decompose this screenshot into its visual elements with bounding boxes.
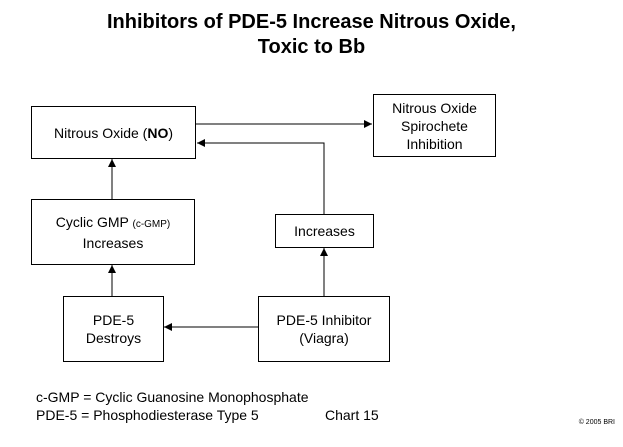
node-spirochete-inhibition: Nitrous Oxide Spirochete Inhibition [373,94,496,157]
spirochete-line-2: Spirochete [401,117,468,134]
title-line-1: Inhibitors of PDE-5 Increase Nitrous Oxi… [107,11,516,33]
copyright-notice: © 2005 BRI [578,419,615,426]
no-prefix-text: Nitrous Oxide ( [53,124,148,141]
chart-label: Chart 15 [325,407,379,423]
legend-line-2: PDE-5 = Phosphodiesterase Type 5 [36,407,259,423]
node-increases: Increases [275,214,374,248]
destroys-line-1: PDE-5 [92,312,135,328]
diagram-title: Inhibitors of PDE-5 Increase Nitrous Oxi… [0,10,623,60]
inhibitor-line-1: PDE-5 Inhibitor [276,312,372,328]
node-nitrous-oxide-label: Nitrous Oxide (NO) [54,124,173,142]
title-line-2: Toxic to Bb [257,36,366,58]
node-pde5-destroys: PDE-5 Destroys [63,296,164,362]
arrow-increases-to-no [197,139,325,214]
cgmp-line-2: Increases [82,234,144,251]
legend-line-1: c-GMP = Cyclic Guanosine Monophosphate [36,389,309,405]
inhibitor-line-2: (Viagra) [299,330,349,346]
cgmp-abbrev-text: (c-GMP) [132,218,171,230]
increases-label: Increases [294,223,355,239]
cgmp-line-1-text: Cyclic GMP [55,213,133,230]
node-cyclic-gmp: Cyclic GMP (c-GMP) Increases [31,199,195,265]
node-nitrous-oxide: Nitrous Oxide (NO) [31,106,196,159]
no-suffix-text: ) [168,124,174,141]
spirochete-line-1: Nitrous Oxide [392,99,477,116]
no-bold-text: NO [147,124,169,141]
spirochete-line-3: Inhibition [406,135,463,152]
node-pde5-inhibitor: PDE-5 Inhibitor (Viagra) [258,296,390,362]
cgmp-line-1: Cyclic GMP (c-GMP) [56,213,171,234]
destroys-line-2: Destroys [85,330,142,346]
